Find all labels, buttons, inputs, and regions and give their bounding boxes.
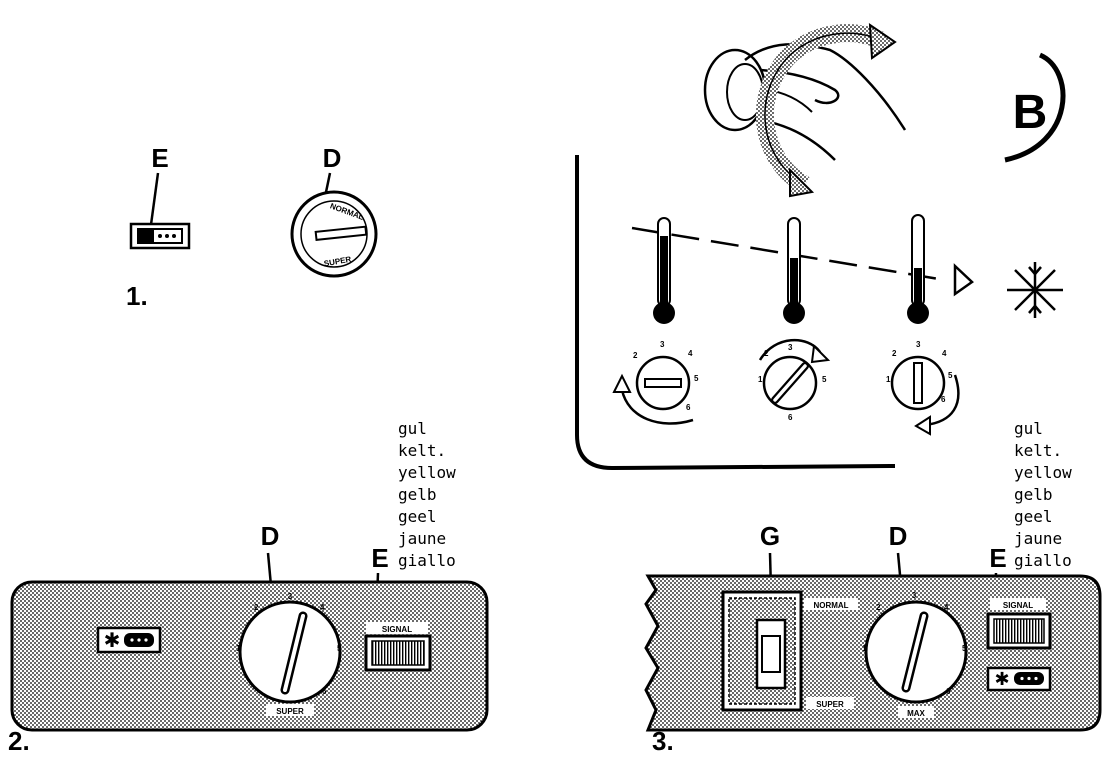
color-word: giallo (398, 551, 456, 570)
section-3-number: 3. (652, 726, 674, 756)
section-1-number: 1. (126, 281, 148, 311)
normal-super-switch: NORMAL SUPER (721, 590, 858, 712)
snowflake-icon: ✱ (994, 669, 1009, 690)
color-word: gelb (398, 485, 437, 504)
super-lamp-icon: ✱ (986, 666, 1052, 692)
section-b: B (575, 23, 1066, 471)
dial-number: 1 (886, 375, 891, 384)
dial-step-2: 1 2 3 4 5 6 (758, 339, 831, 422)
signal-caption: SIGNAL (382, 625, 412, 634)
dial-number: 2 (892, 349, 897, 358)
color-list-2: gul kelt. yellow gelb geel jaune giallo (398, 419, 456, 570)
color-word: kelt. (398, 441, 446, 460)
switch-caption-normal: NORMAL (813, 601, 848, 610)
dial-number: 2 (764, 349, 769, 358)
snowflake-icon (1007, 262, 1063, 318)
dial-number: 5 (822, 375, 827, 384)
dial-number: 4 (688, 349, 693, 358)
signal-lamp: SIGNAL (986, 598, 1052, 650)
section-3: gul kelt. yellow gelb geel jaune giallo … (644, 419, 1102, 756)
color-word: gul (1014, 419, 1043, 438)
dial-step-1: 2 3 4 5 6 (612, 340, 699, 425)
dial-number: 4 (942, 349, 947, 358)
color-word: gul (398, 419, 427, 438)
color-word: geel (1014, 507, 1053, 526)
color-word: kelt. (1014, 441, 1062, 460)
signal-lamp-icon (129, 222, 191, 250)
section-b-badge: B (1004, 52, 1066, 163)
thermometer-icon (653, 217, 675, 324)
dial-number: 1 (236, 644, 241, 653)
dial-number: 5 (948, 371, 953, 380)
dial-number: 2 (254, 603, 259, 612)
section-2-number: 2. (8, 726, 30, 756)
dial-number: 2 (633, 351, 638, 360)
dial-number: 6 (686, 403, 691, 412)
color-word: jaune (398, 529, 446, 548)
section-1: E D NORMAL SUPER 1. (126, 143, 378, 311)
color-word: yellow (1014, 463, 1072, 482)
label-g: G (760, 521, 780, 551)
label-e: E (151, 143, 168, 173)
dial-number: 6 (322, 687, 327, 696)
dial-number: 6 (946, 687, 951, 696)
color-word: giallo (1014, 551, 1072, 570)
super-lamp-icon: ✱ (96, 626, 162, 654)
snowflake-icon: ✱ (104, 628, 121, 652)
dial-number: 1 (862, 644, 867, 653)
color-word: yellow (398, 463, 456, 482)
dial-number: 5 (337, 644, 342, 653)
dial-number: 3 (912, 591, 917, 600)
dial-caption-max: MAX (907, 709, 925, 718)
badge-b: B (1013, 86, 1048, 139)
hand-turning-knob-icon (703, 23, 907, 198)
triangle-pointer-icon (953, 263, 974, 297)
color-word: jaune (1014, 529, 1062, 548)
signal-lamp: SIGNAL (364, 622, 432, 672)
switch-caption-super: SUPER (816, 700, 844, 709)
thermostat-dial: 1 2 3 4 5 6 SUPER (236, 592, 342, 716)
dial-number: 6 (788, 413, 793, 422)
color-word: geel (398, 507, 437, 526)
signal-caption: SIGNAL (1003, 601, 1033, 610)
temperature-trend-line (631, 226, 946, 282)
dial-number: 3 (660, 340, 665, 349)
thermostat-dial: 1 2 3 4 5 6 MAX (862, 591, 968, 718)
label-e: E (989, 543, 1006, 573)
label-d: D (889, 521, 908, 551)
dial-number: 2 (876, 603, 881, 612)
thermometer-icon (907, 214, 929, 324)
section-2: gul kelt. yellow gelb geel jaune giallo … (8, 419, 489, 756)
dial-number: 1 (758, 375, 763, 384)
dial-number: 6 (941, 395, 946, 404)
thermometer-icon (783, 217, 805, 324)
freezer-outline (575, 155, 896, 471)
dial-number: 4 (944, 603, 949, 612)
color-word: gelb (1014, 485, 1053, 504)
dial-number: 3 (916, 340, 921, 349)
dial-number: 5 (962, 644, 967, 653)
dial-number: 4 (320, 603, 325, 612)
label-d: D (261, 521, 280, 551)
label-e: E (371, 543, 388, 573)
label-d: D (323, 143, 342, 173)
color-list-3: gul kelt. yellow gelb geel jaune giallo (1014, 419, 1072, 570)
dial-number: 5 (694, 374, 699, 383)
dial-step-3: 1 2 3 4 5 6 (886, 340, 960, 436)
dial-number: 3 (288, 592, 293, 601)
dial-number: 3 (788, 343, 793, 352)
thermostat-knob-icon: NORMAL SUPER (290, 190, 378, 278)
dial-caption-super: SUPER (276, 707, 304, 716)
